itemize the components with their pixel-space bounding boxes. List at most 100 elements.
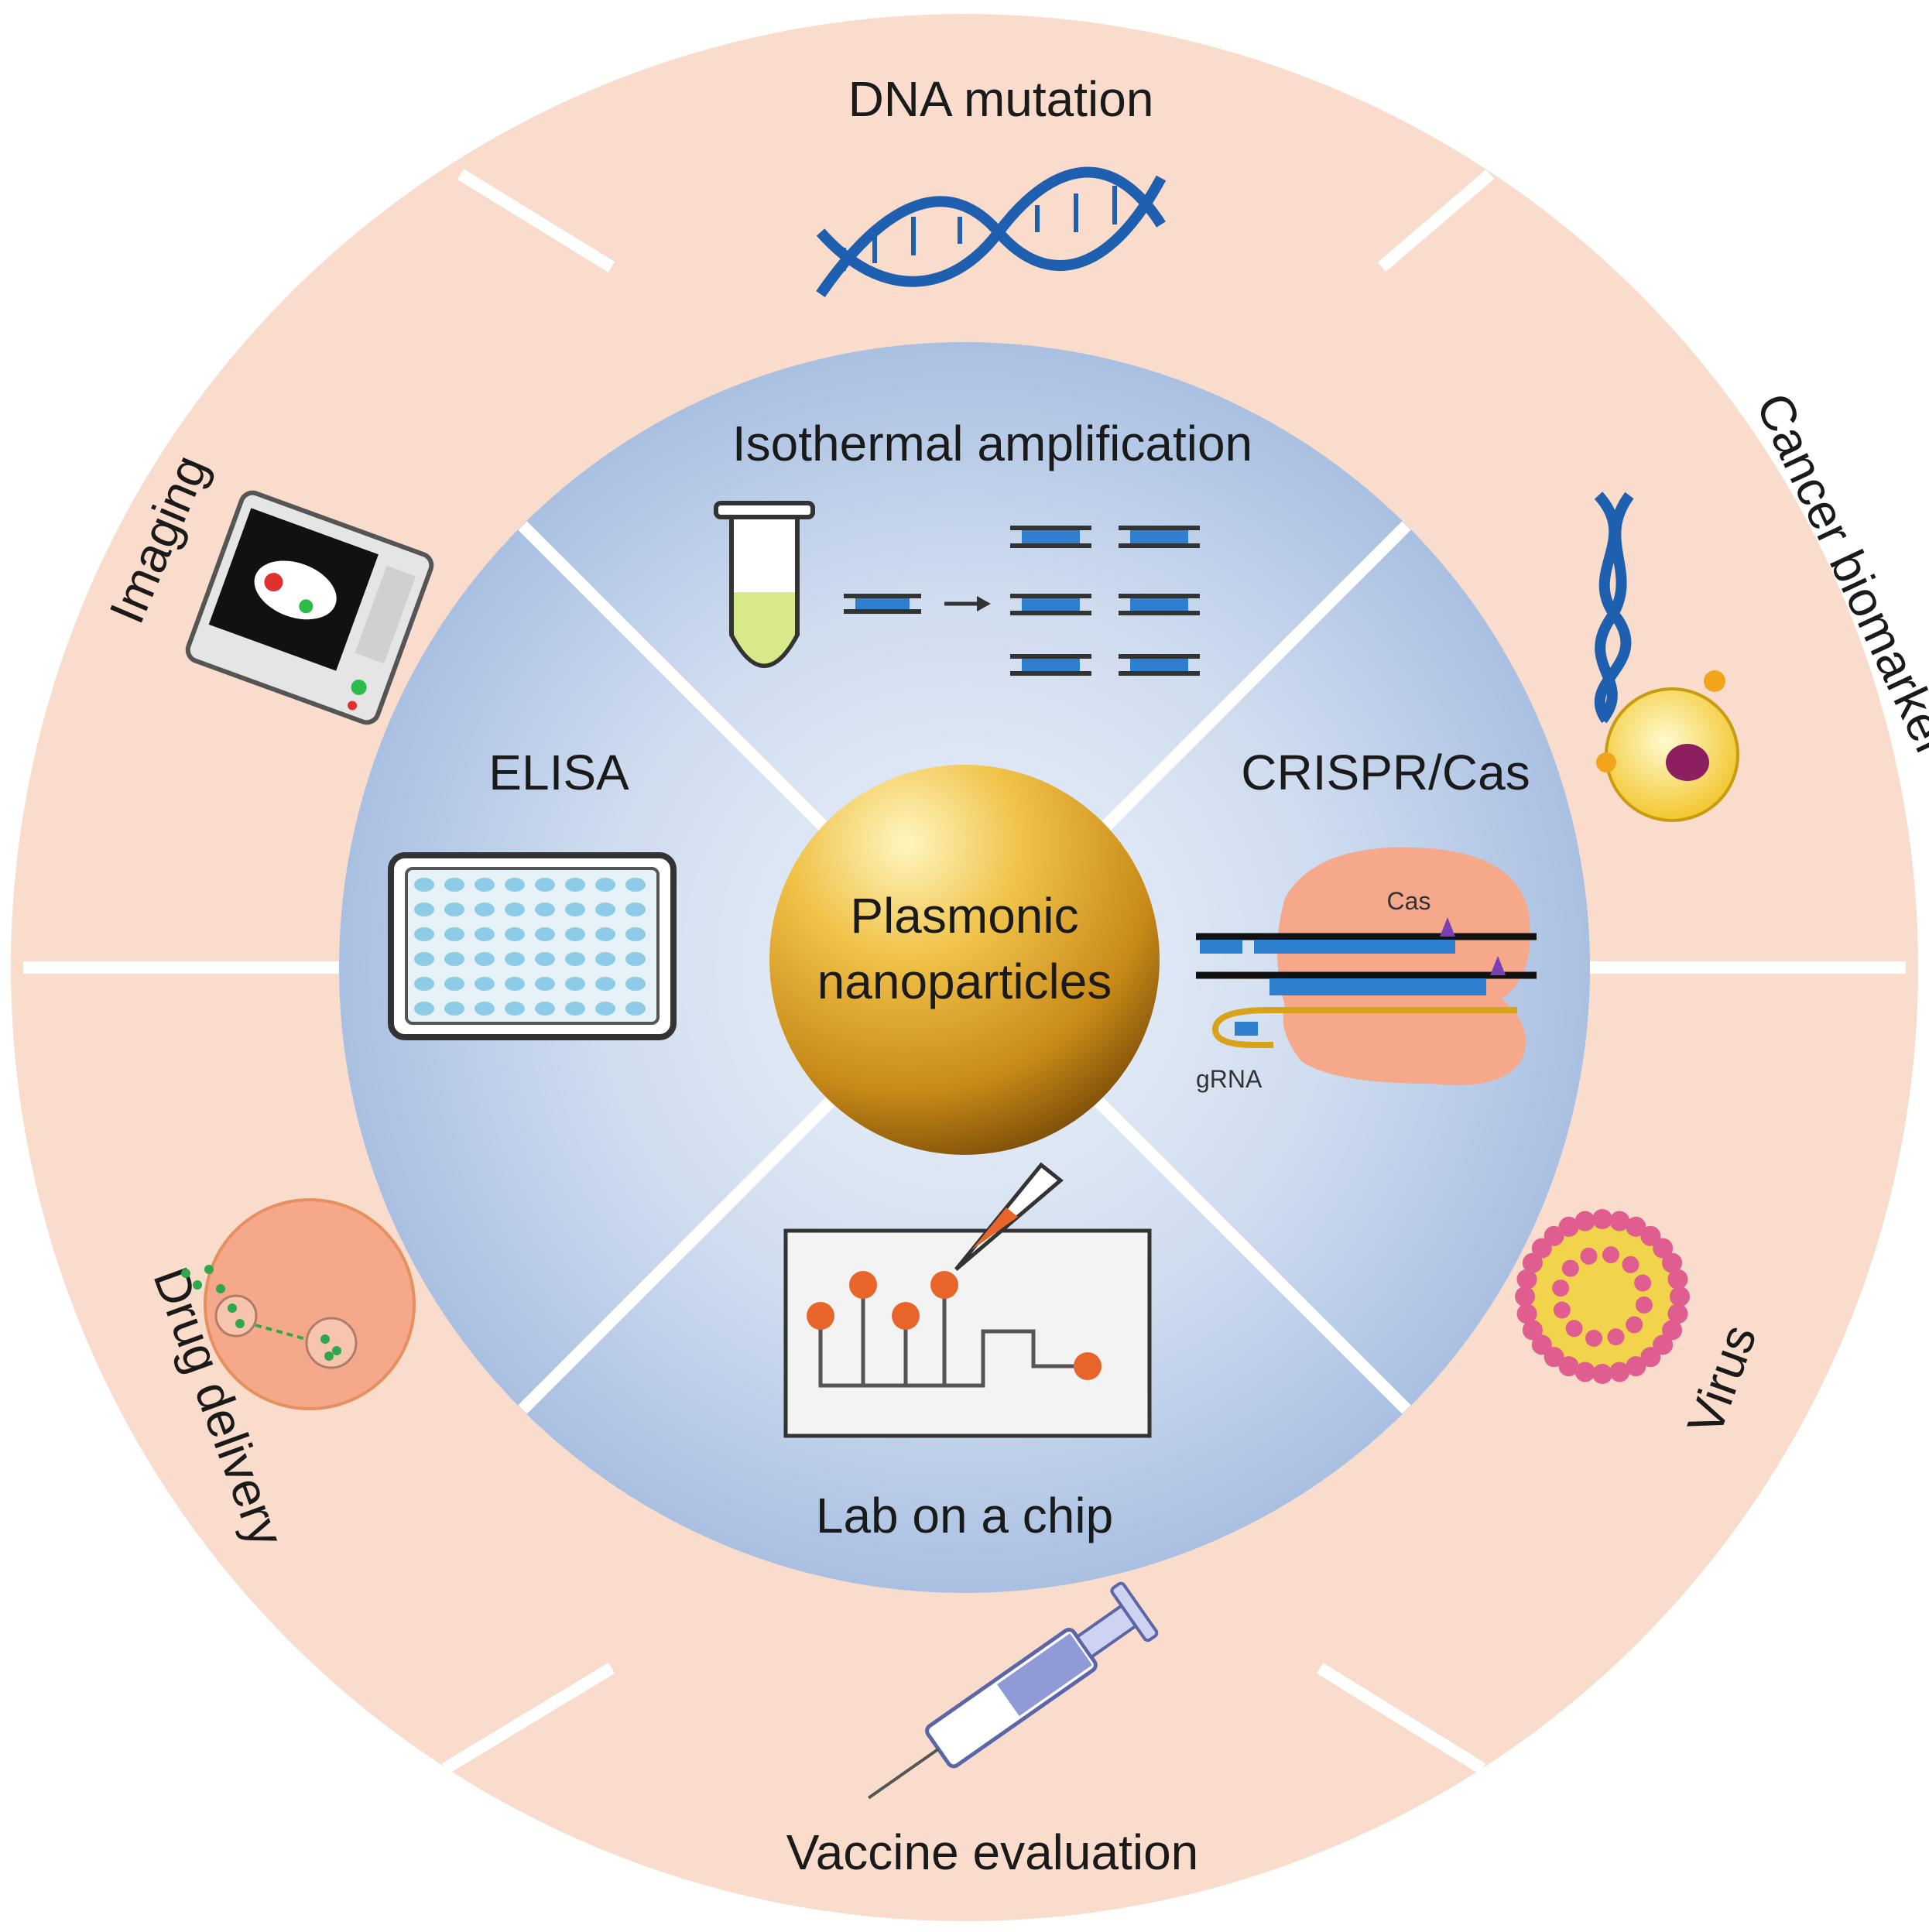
- elisa-well: [444, 977, 464, 991]
- virus-spike: [1553, 1301, 1571, 1319]
- elisa-well: [414, 903, 434, 916]
- elisa-well: [475, 977, 495, 991]
- elisa-well: [505, 878, 525, 892]
- elisa-well: [595, 977, 615, 991]
- elisa-well: [475, 1002, 495, 1016]
- inner-label-lab-on-chip: Lab on a chip: [816, 1488, 1113, 1543]
- elisa-well: [625, 1002, 646, 1016]
- dna-rungs: [841, 186, 1117, 271]
- inner-label-elisa: ELISA: [488, 745, 629, 800]
- virus-spike: [1626, 1356, 1646, 1377]
- elisa-well: [475, 903, 495, 916]
- elisa-well: [565, 977, 585, 991]
- outer-dividers: [23, 169, 1906, 1774]
- center-label-line2: nanoparticles: [817, 954, 1112, 1009]
- syringe-icon: [868, 1581, 1159, 1800]
- elisa-well: [414, 878, 434, 892]
- biomarker-dna-icon: [1594, 492, 1634, 724]
- elisa-plate-icon: [388, 852, 677, 1040]
- outer-label-dna-mutation: DNA mutation: [848, 71, 1154, 127]
- virus-spike: [1607, 1328, 1625, 1346]
- virus-spike: [1626, 1216, 1646, 1237]
- elisa-well: [625, 952, 646, 966]
- elisa-well: [475, 878, 495, 892]
- drug-delivery-cell-icon: [181, 1198, 416, 1410]
- elisa-well: [625, 977, 646, 991]
- inner-label-isothermal: Isothermal amplification: [732, 416, 1252, 471]
- virus-spike: [1662, 1252, 1683, 1273]
- elisa-well: [505, 1002, 525, 1016]
- virus-spike: [1640, 1225, 1661, 1246]
- elisa-well: [535, 952, 555, 966]
- elisa-well: [595, 952, 615, 966]
- elisa-well: [444, 903, 464, 916]
- virus-spike: [1634, 1274, 1652, 1292]
- elisa-well: [595, 1002, 615, 1016]
- virus-spike: [1544, 1347, 1564, 1368]
- elisa-well: [535, 927, 555, 941]
- amplification-strands-icon: [844, 526, 1200, 676]
- center-label-line1: Plasmonic: [850, 888, 1078, 944]
- elisa-well: [595, 878, 615, 892]
- virus-spike: [1653, 1334, 1674, 1355]
- virus-spike: [1574, 1211, 1595, 1231]
- elisa-well: [565, 903, 585, 916]
- virus-spike: [1515, 1286, 1535, 1307]
- virus-spike: [1552, 1279, 1570, 1297]
- virus-spike: [1670, 1286, 1690, 1307]
- virus-spike: [1516, 1303, 1537, 1324]
- cas-protein-icon: Cas gRNA: [1196, 847, 1537, 1093]
- elisa-well: [535, 977, 555, 991]
- elisa-well: [535, 878, 555, 892]
- virus-spike: [1626, 1316, 1643, 1334]
- elisa-well: [505, 977, 525, 991]
- lab-on-chip-icon: [783, 1162, 1152, 1438]
- elisa-well: [444, 1002, 464, 1016]
- virus-spike: [1585, 1329, 1603, 1347]
- reaction-tube-icon: [714, 501, 815, 668]
- virus-spike: [1653, 1238, 1674, 1259]
- elisa-well: [505, 927, 525, 941]
- elisa-well: [414, 927, 434, 941]
- virus-spike: [1609, 1211, 1630, 1231]
- elisa-well: [505, 952, 525, 966]
- elisa-well: [565, 1002, 585, 1016]
- virus-spike: [1561, 1259, 1579, 1277]
- elisa-well: [565, 927, 585, 941]
- virus-spike: [1565, 1320, 1583, 1338]
- virus-spike: [1622, 1255, 1639, 1273]
- virus-spike: [1531, 1238, 1552, 1259]
- virus-spike: [1522, 1320, 1543, 1341]
- imaging-device-icon: [185, 490, 434, 725]
- elisa-well: [595, 903, 615, 916]
- virus-spike: [1592, 1209, 1612, 1229]
- elisa-well: [535, 1002, 555, 1016]
- elisa-well: [414, 977, 434, 991]
- virus-spike: [1635, 1296, 1653, 1314]
- elisa-well: [475, 927, 495, 941]
- virus-icon: [1515, 1209, 1690, 1384]
- virus-spike: [1544, 1225, 1564, 1246]
- virus-spike: [1667, 1269, 1688, 1290]
- virus-spike: [1602, 1246, 1619, 1264]
- virus-spike: [1580, 1247, 1598, 1265]
- elisa-well: [444, 952, 464, 966]
- elisa-well: [625, 927, 646, 941]
- elisa-well: [475, 952, 495, 966]
- elisa-well: [505, 903, 525, 916]
- elisa-well: [625, 903, 646, 916]
- virus-spike: [1609, 1362, 1630, 1382]
- gold-nanoparticle: [769, 765, 1160, 1155]
- tumor-cell-icon: [1596, 670, 1739, 822]
- virus-spike: [1531, 1334, 1552, 1355]
- virus-spike: [1522, 1252, 1543, 1273]
- cas-label: Cas: [1387, 887, 1431, 915]
- virus-spike: [1592, 1364, 1612, 1384]
- elisa-well: [565, 878, 585, 892]
- elisa-well: [625, 878, 646, 892]
- virus-spike: [1662, 1320, 1683, 1341]
- elisa-well: [444, 927, 464, 941]
- elisa-well: [444, 878, 464, 892]
- virus-spike: [1516, 1269, 1537, 1290]
